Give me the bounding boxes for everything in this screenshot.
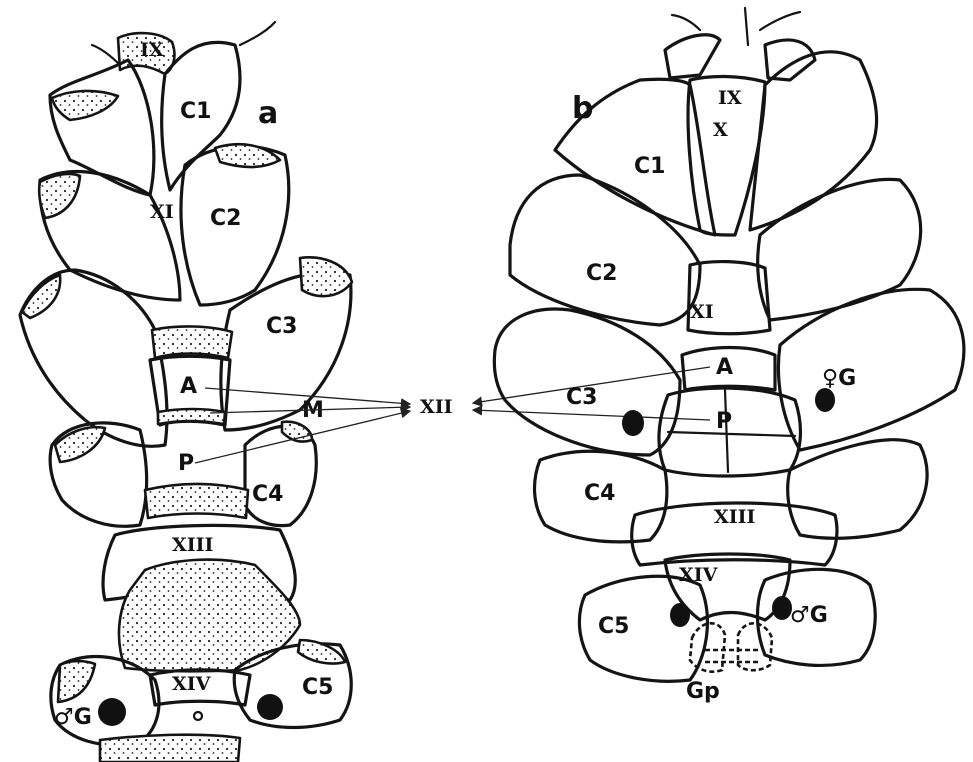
label-xiii-b: XIII (714, 506, 756, 528)
label-female-g-b: ♀G (822, 366, 856, 391)
sternite-xii-posterior-stipple-a (145, 484, 248, 518)
label-c3-b: C3 (566, 385, 597, 410)
label-c2-a: C2 (210, 206, 241, 231)
label-ix-b: IX (718, 87, 742, 109)
sternite-xii-anterior-stipple-a (152, 326, 232, 358)
sternite-xii-middle-stipple-a (158, 409, 225, 424)
basal-stipple-a (100, 735, 240, 762)
label-xi-a: XI (150, 201, 174, 223)
coxa-c5-left-stipple-a (58, 661, 95, 702)
label-male-g-a: ♂G (54, 705, 92, 730)
label-c1-a: C1 (180, 99, 211, 124)
label-xi-b: XI (690, 301, 714, 323)
label-c5-a: C5 (302, 675, 333, 700)
coxa-c4-left-stipple-a (55, 427, 105, 462)
label-xiv-b: XIV (679, 564, 719, 586)
coxa-c3-right-stipple-a (300, 257, 352, 296)
label-ix-a: IX (140, 39, 164, 61)
coxa-c2-right-stipple-a (215, 144, 280, 167)
panel-label-b: b (572, 91, 593, 126)
coxa-c3-left-stipple-a (22, 275, 60, 318)
coxa-c2-left-b (510, 175, 700, 325)
coxa-c2-right-b (758, 179, 921, 320)
label-p-b: P (716, 409, 732, 434)
gland-dot-c5-right-b (772, 596, 792, 620)
label-male-g-b: ♂G (790, 603, 828, 628)
label-c4-a: C4 (252, 482, 283, 507)
label-c4-b: C4 (584, 481, 615, 506)
coxa-c2-left-stipple-a (39, 174, 80, 218)
label-xii-center: XII (420, 396, 453, 418)
coxa-top-tip-right-b (765, 40, 815, 80)
label-c5-b: C5 (598, 614, 629, 639)
gland-dot-c3-b (622, 410, 644, 436)
sternite-xiv-stipple-a (119, 560, 300, 672)
coxa-c3-left-b (494, 309, 680, 455)
gland-dot-right-a (257, 694, 283, 720)
gland-dot-left-a (98, 698, 126, 726)
gland-dot-female-b (815, 388, 835, 412)
gland-dot-c5-left-b (670, 603, 690, 627)
label-a-b: A (716, 355, 733, 380)
label-xiii-a: XIII (172, 534, 214, 556)
small-pore-a (194, 712, 202, 720)
panel-label-a: a (258, 96, 278, 131)
label-c1-b: C1 (634, 154, 665, 179)
coxa-c1-left-stipple-a (52, 91, 118, 120)
label-a-a: A (180, 374, 197, 399)
label-gp-b: Gp (686, 679, 720, 704)
label-c3-a: C3 (266, 314, 297, 339)
coxa-top-tip-left-b (665, 35, 720, 78)
label-x-b: X (713, 119, 728, 141)
label-p-a: P (178, 451, 194, 476)
coxa-c4-right-b (788, 440, 927, 539)
label-xiv-a: XIV (172, 673, 212, 695)
label-c2-b: C2 (586, 261, 617, 286)
